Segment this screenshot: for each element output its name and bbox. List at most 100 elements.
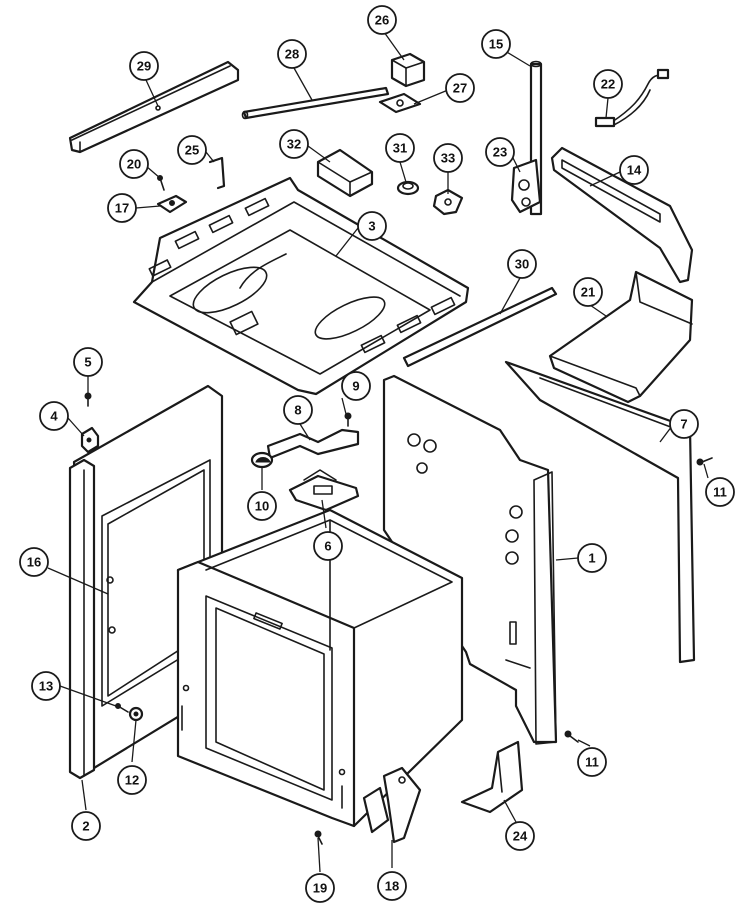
callout-3: 3: [357, 211, 387, 241]
part-23-valve-bracket: [510, 158, 542, 214]
part-18-hinge: [362, 766, 422, 844]
callout-18: 18: [377, 871, 407, 901]
callout-25: 25: [177, 135, 207, 165]
callout-number: 3: [368, 219, 375, 234]
part-31-knob: [396, 180, 420, 196]
callout-14: 14: [619, 155, 649, 185]
callout-30: 30: [507, 249, 537, 279]
callout-11-upper: 11: [705, 477, 735, 507]
callout-number: 21: [581, 285, 595, 300]
callout-15: 15: [481, 29, 511, 59]
callout-number: 20: [127, 157, 141, 172]
part-5-screw: [84, 392, 92, 407]
callout-24: 24: [505, 821, 535, 851]
callout-number: 14: [627, 163, 642, 178]
callout-number: 12: [125, 773, 139, 788]
part-29-trim-bracket: [68, 60, 240, 154]
callout-number: 24: [513, 829, 528, 844]
callout-17: 17: [107, 193, 137, 223]
part-11-screw-upper: [696, 457, 713, 466]
part-25-small-bracket: [208, 156, 226, 190]
part-19-screw: [314, 830, 323, 845]
callout-number: 18: [385, 879, 399, 894]
callout-16: 16: [19, 547, 49, 577]
part-1-side-panel: [382, 374, 558, 745]
callout-number: 9: [352, 379, 359, 394]
callout-19: 19: [305, 873, 335, 903]
callout-12: 12: [117, 765, 147, 795]
callout-number: 1: [588, 551, 595, 566]
callout-number: 28: [285, 47, 299, 62]
callout-8: 8: [283, 395, 313, 425]
callout-number: 23: [493, 145, 507, 160]
callout-number: 22: [601, 77, 615, 92]
callout-13: 13: [31, 671, 61, 701]
callout-number: 30: [515, 257, 529, 272]
callout-22: 22: [593, 69, 623, 99]
callout-number: 16: [27, 555, 41, 570]
callout-5: 5: [73, 347, 103, 377]
part-30-thin-bar: [402, 286, 558, 368]
callout-number: 29: [137, 59, 151, 74]
callout-20: 20: [119, 149, 149, 179]
callout-26: 26: [367, 5, 397, 35]
part-12-grommet: [128, 706, 144, 722]
callout-number: 5: [84, 355, 91, 370]
callout-31: 31: [385, 133, 415, 163]
part-9-screw: [344, 412, 352, 427]
callout-number: 7: [680, 417, 687, 432]
callout-9: 9: [341, 371, 371, 401]
callout-27: 27: [445, 73, 475, 103]
callout-number: 2: [82, 819, 89, 834]
part-17-clip: [156, 194, 188, 214]
part-28-rod: [241, 86, 390, 120]
part-21-cover: [548, 270, 694, 404]
oven-cavity: [176, 508, 464, 828]
part-20-screw: [157, 175, 165, 191]
callout-33: 33: [433, 143, 463, 173]
callout-2: 2: [71, 811, 101, 841]
callout-28: 28: [277, 39, 307, 69]
part-3-cooktop-pan: [132, 176, 470, 396]
callout-number: 15: [489, 37, 503, 52]
part-26-block: [390, 52, 426, 88]
callout-21: 21: [573, 277, 603, 307]
part-11-screw-lower: [564, 730, 579, 743]
leader-lines: [47, 31, 709, 873]
callout-4: 4: [39, 401, 69, 431]
callout-11-lower: 11: [577, 747, 607, 777]
callout-number: 6: [324, 539, 331, 554]
callout-number: 11: [585, 755, 599, 770]
callout-number: 11: [713, 485, 727, 500]
part-24-l-bracket: [460, 740, 524, 814]
part-32-tray: [316, 148, 374, 198]
part-22-wire-harness: [594, 68, 670, 128]
part-10-knob: [250, 451, 274, 469]
callout-number: 8: [294, 403, 301, 418]
callout-6: 6: [313, 531, 343, 561]
callout-29: 29: [129, 51, 159, 81]
callout-number: 4: [50, 409, 58, 424]
callout-number: 31: [393, 141, 407, 156]
callout-1: 1: [577, 543, 607, 573]
part-2-front-post: [68, 458, 96, 780]
part-27-plate: [378, 92, 422, 114]
part-15-vertical-rod: [529, 60, 543, 216]
callout-number: 26: [375, 13, 389, 28]
callout-number: 32: [287, 137, 301, 152]
callout-number: 25: [185, 143, 199, 158]
part-6-latch: [288, 469, 360, 512]
part-4-bracket: [80, 426, 100, 454]
callout-23: 23: [485, 137, 515, 167]
callout-10: 10: [247, 491, 277, 521]
callout-number: 19: [313, 881, 327, 896]
callout-number: 10: [255, 499, 269, 514]
callout-number: 27: [453, 81, 467, 96]
callout-number: 17: [115, 201, 129, 216]
callout-number: 33: [441, 151, 455, 166]
callout-number: 13: [39, 679, 53, 694]
callout-7: 7: [669, 409, 699, 439]
part-8-bracket-arm: [266, 428, 360, 460]
part-14-side-duct: [550, 146, 694, 284]
